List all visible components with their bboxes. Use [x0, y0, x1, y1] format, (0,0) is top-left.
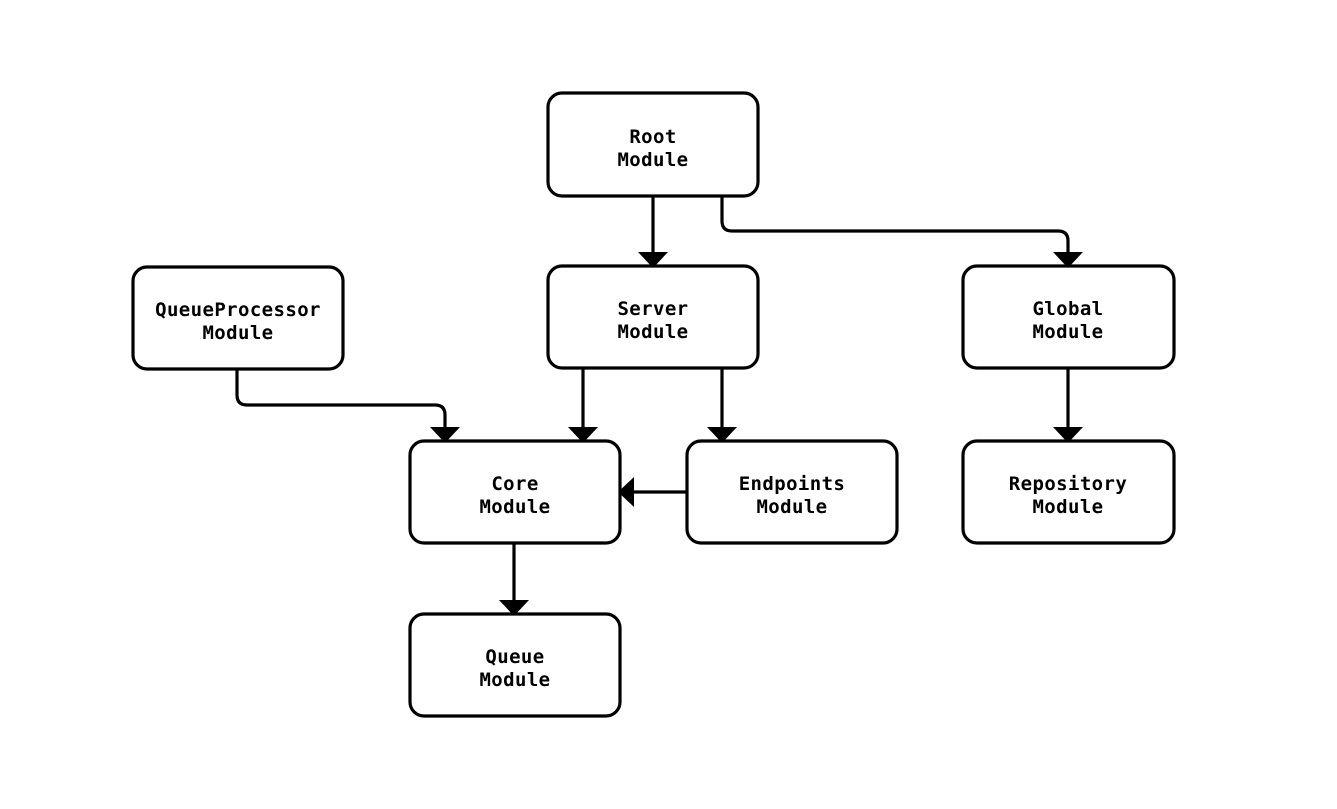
arrowhead-down-icon [568, 427, 598, 443]
node-root-module[interactable]: Root Module [546, 91, 760, 198]
arrowhead-down-icon [430, 427, 460, 443]
node-label-line2: Module [617, 321, 688, 343]
edge-line [235, 369, 447, 427]
node-label-line1: Server [617, 298, 688, 320]
node-box[interactable] [131, 265, 345, 371]
arrowhead-down-icon [499, 600, 529, 616]
node-repository-module[interactable]: Repository Module [961, 439, 1176, 545]
node-label-line2: Module [1032, 321, 1103, 343]
node-queue-module[interactable]: Queue Module [408, 612, 622, 718]
node-label-line2: Module [202, 322, 273, 344]
node-label-line1: Endpoints [739, 473, 846, 495]
arrowhead-down-icon [707, 427, 737, 443]
edge-server-to-endpoints [707, 368, 737, 443]
edge-server-to-core [568, 368, 598, 443]
node-label-line1: QueueProcessor [155, 299, 321, 321]
node-label-line2: Module [1032, 496, 1103, 518]
node-box[interactable] [546, 264, 760, 370]
edge-core-to-queue [499, 543, 529, 616]
edge-line [720, 196, 1070, 252]
node-label-line1: Core [491, 473, 538, 495]
node-label-line1: Root [629, 126, 676, 148]
node-core-module[interactable]: Core Module [408, 439, 622, 545]
node-label-line1: Queue [485, 646, 544, 668]
edge-endpoints-to-core [618, 477, 687, 507]
node-global-module[interactable]: Global Module [961, 264, 1176, 370]
arrowhead-down-icon [1053, 252, 1083, 268]
edge-global-to-repository [1053, 368, 1083, 443]
node-label-line2: Module [617, 149, 688, 171]
node-box[interactable] [961, 439, 1176, 545]
edges-layer [235, 196, 1083, 616]
arrowhead-down-icon [638, 252, 668, 268]
edge-queueprocessor-to-core [235, 369, 460, 443]
node-box[interactable] [961, 264, 1176, 370]
node-label-line1: Global [1032, 298, 1103, 320]
node-label-line2: Module [479, 496, 550, 518]
node-endpoints-module[interactable]: Endpoints Module [685, 439, 899, 545]
node-label-line2: Module [756, 496, 827, 518]
arrowhead-left-icon [618, 477, 634, 507]
node-box[interactable] [408, 612, 622, 718]
node-box[interactable] [408, 439, 622, 545]
node-box[interactable] [685, 439, 899, 545]
node-box[interactable] [546, 91, 760, 198]
node-queueprocessor-module[interactable]: QueueProcessor Module [131, 265, 345, 371]
edge-root-to-global [720, 196, 1083, 268]
node-label-line2: Module [479, 669, 550, 691]
node-server-module[interactable]: Server Module [546, 264, 760, 370]
nodes-layer: Root Module QueueProcessor Module Server… [131, 91, 1176, 718]
edge-root-to-server [638, 196, 668, 268]
arrowhead-down-icon [1053, 427, 1083, 443]
node-label-line1: Repository [1009, 473, 1127, 495]
